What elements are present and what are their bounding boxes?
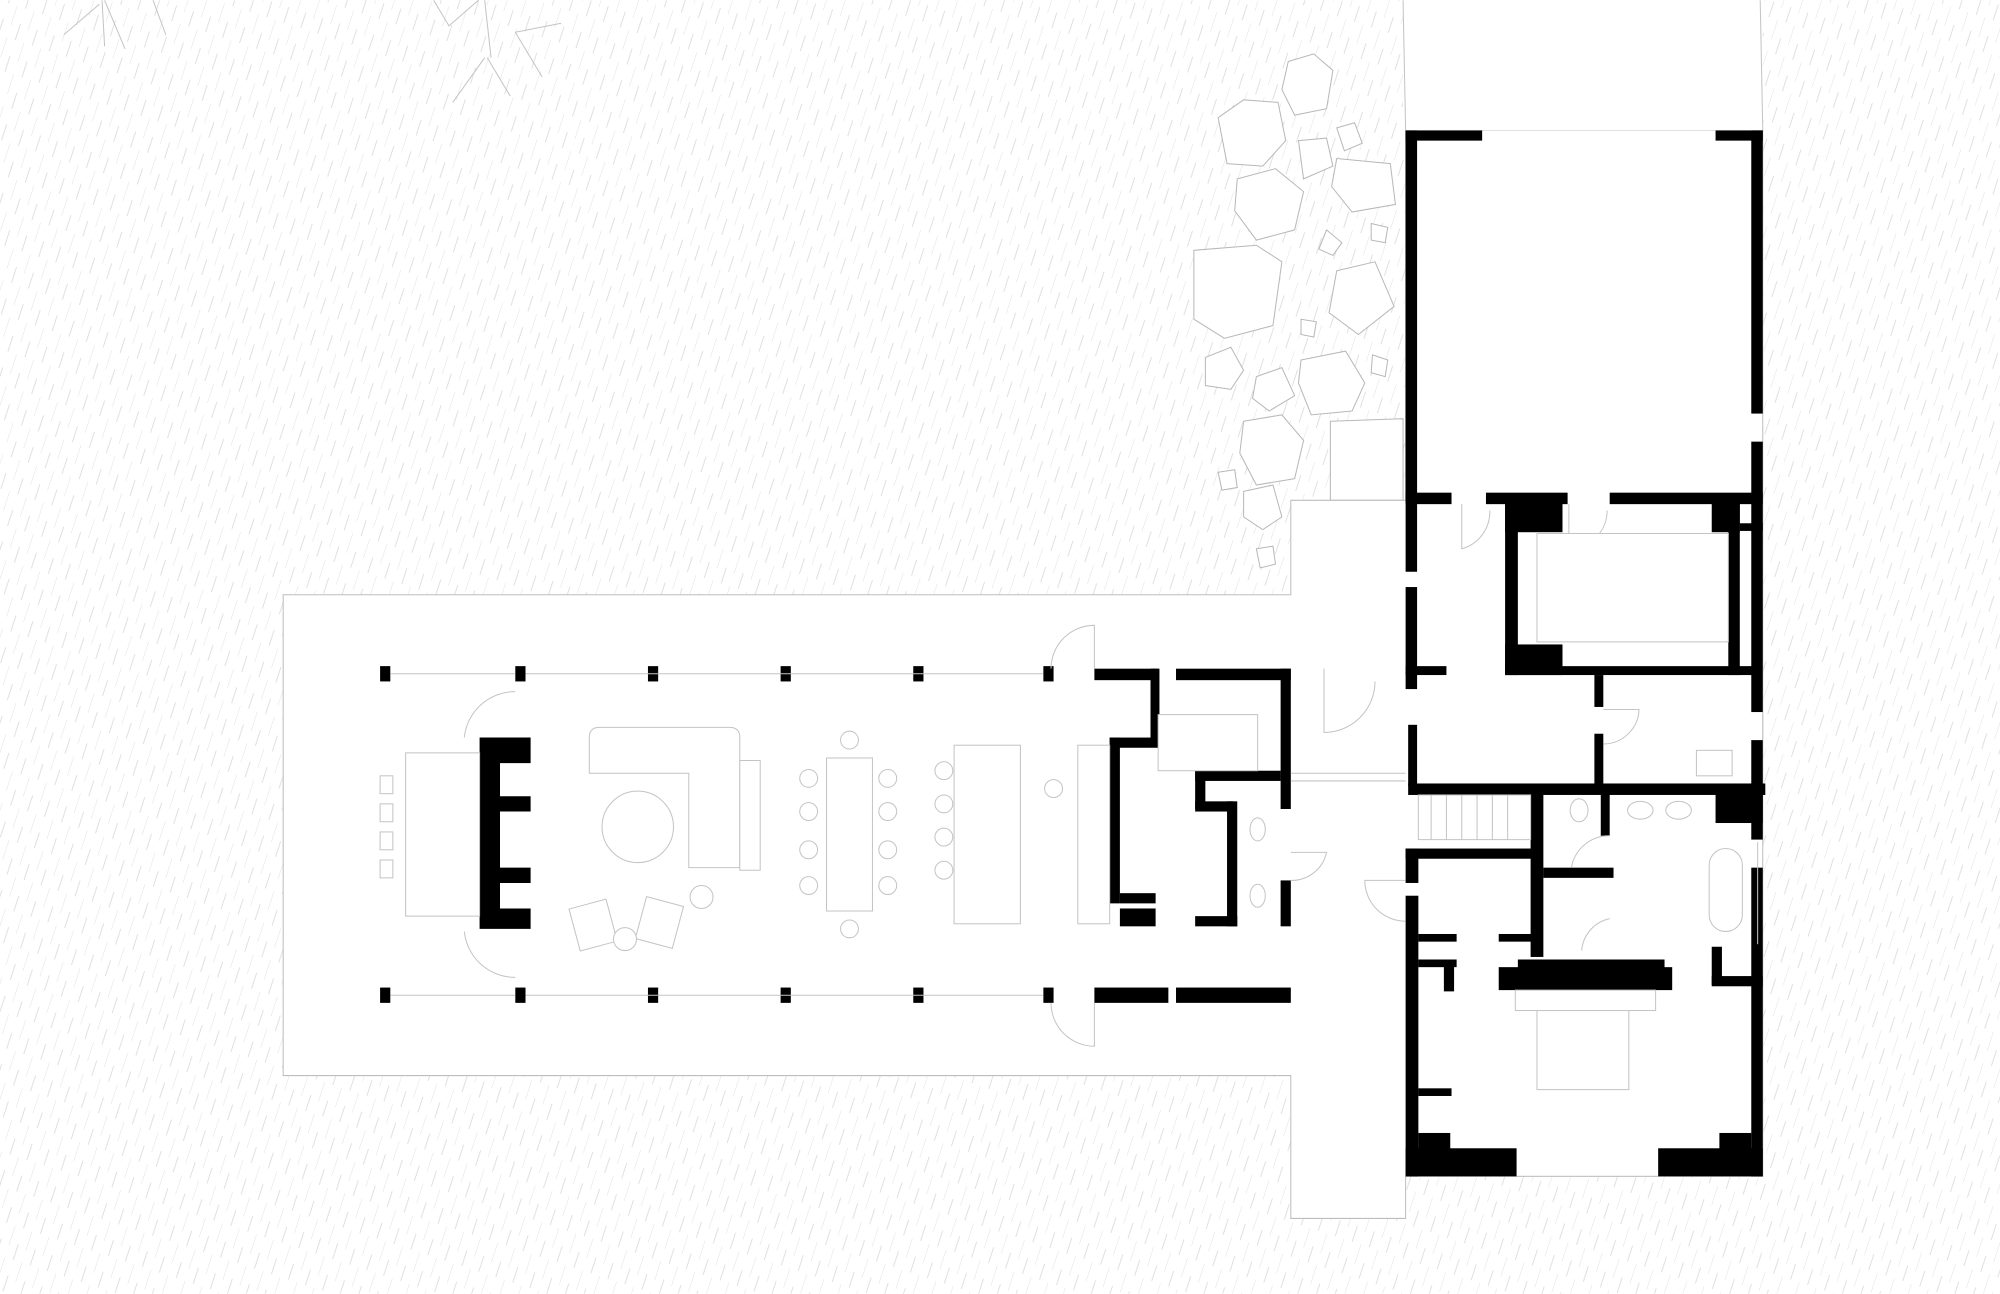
terrace-slab [282,129,1764,1219]
door-swings [463,504,1640,1047]
trees [63,0,562,103]
living-wing-walls [380,666,1291,1003]
entry-path [1403,0,1763,131]
glazing-lines [390,673,1764,1177]
stepping-stones [1193,53,1404,569]
furniture [379,532,1743,1091]
bedroom-wing-walls [1405,500,1766,1177]
garage-walls [1405,130,1763,505]
stairs [1417,794,1532,841]
